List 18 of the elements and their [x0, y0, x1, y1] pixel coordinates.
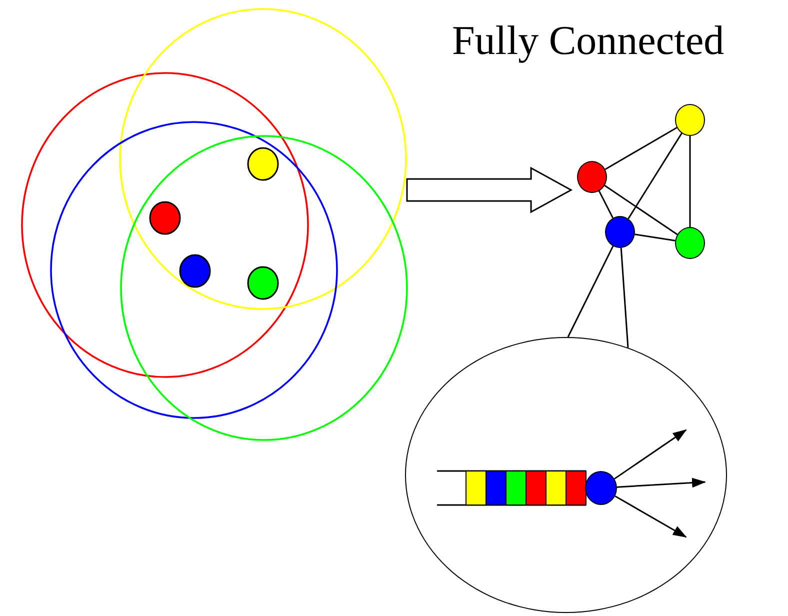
arrow	[616, 478, 706, 488]
graph-node	[675, 227, 705, 259]
connection-line	[604, 184, 678, 236]
connection-line	[689, 136, 691, 227]
connection-line	[604, 127, 678, 170]
callout-bubble	[405, 337, 727, 613]
arrow	[614, 495, 687, 538]
arrow	[614, 429, 687, 480]
connection-line	[634, 234, 676, 242]
connection-line	[598, 190, 614, 218]
callout-tail	[567, 245, 629, 348]
block-arrow	[406, 166, 573, 214]
graph-node	[605, 216, 635, 248]
server-node	[584, 470, 616, 504]
graph-node	[577, 161, 607, 193]
title: Fully Connected	[452, 16, 724, 64]
graph-node	[675, 104, 705, 136]
connection-line	[628, 132, 682, 220]
